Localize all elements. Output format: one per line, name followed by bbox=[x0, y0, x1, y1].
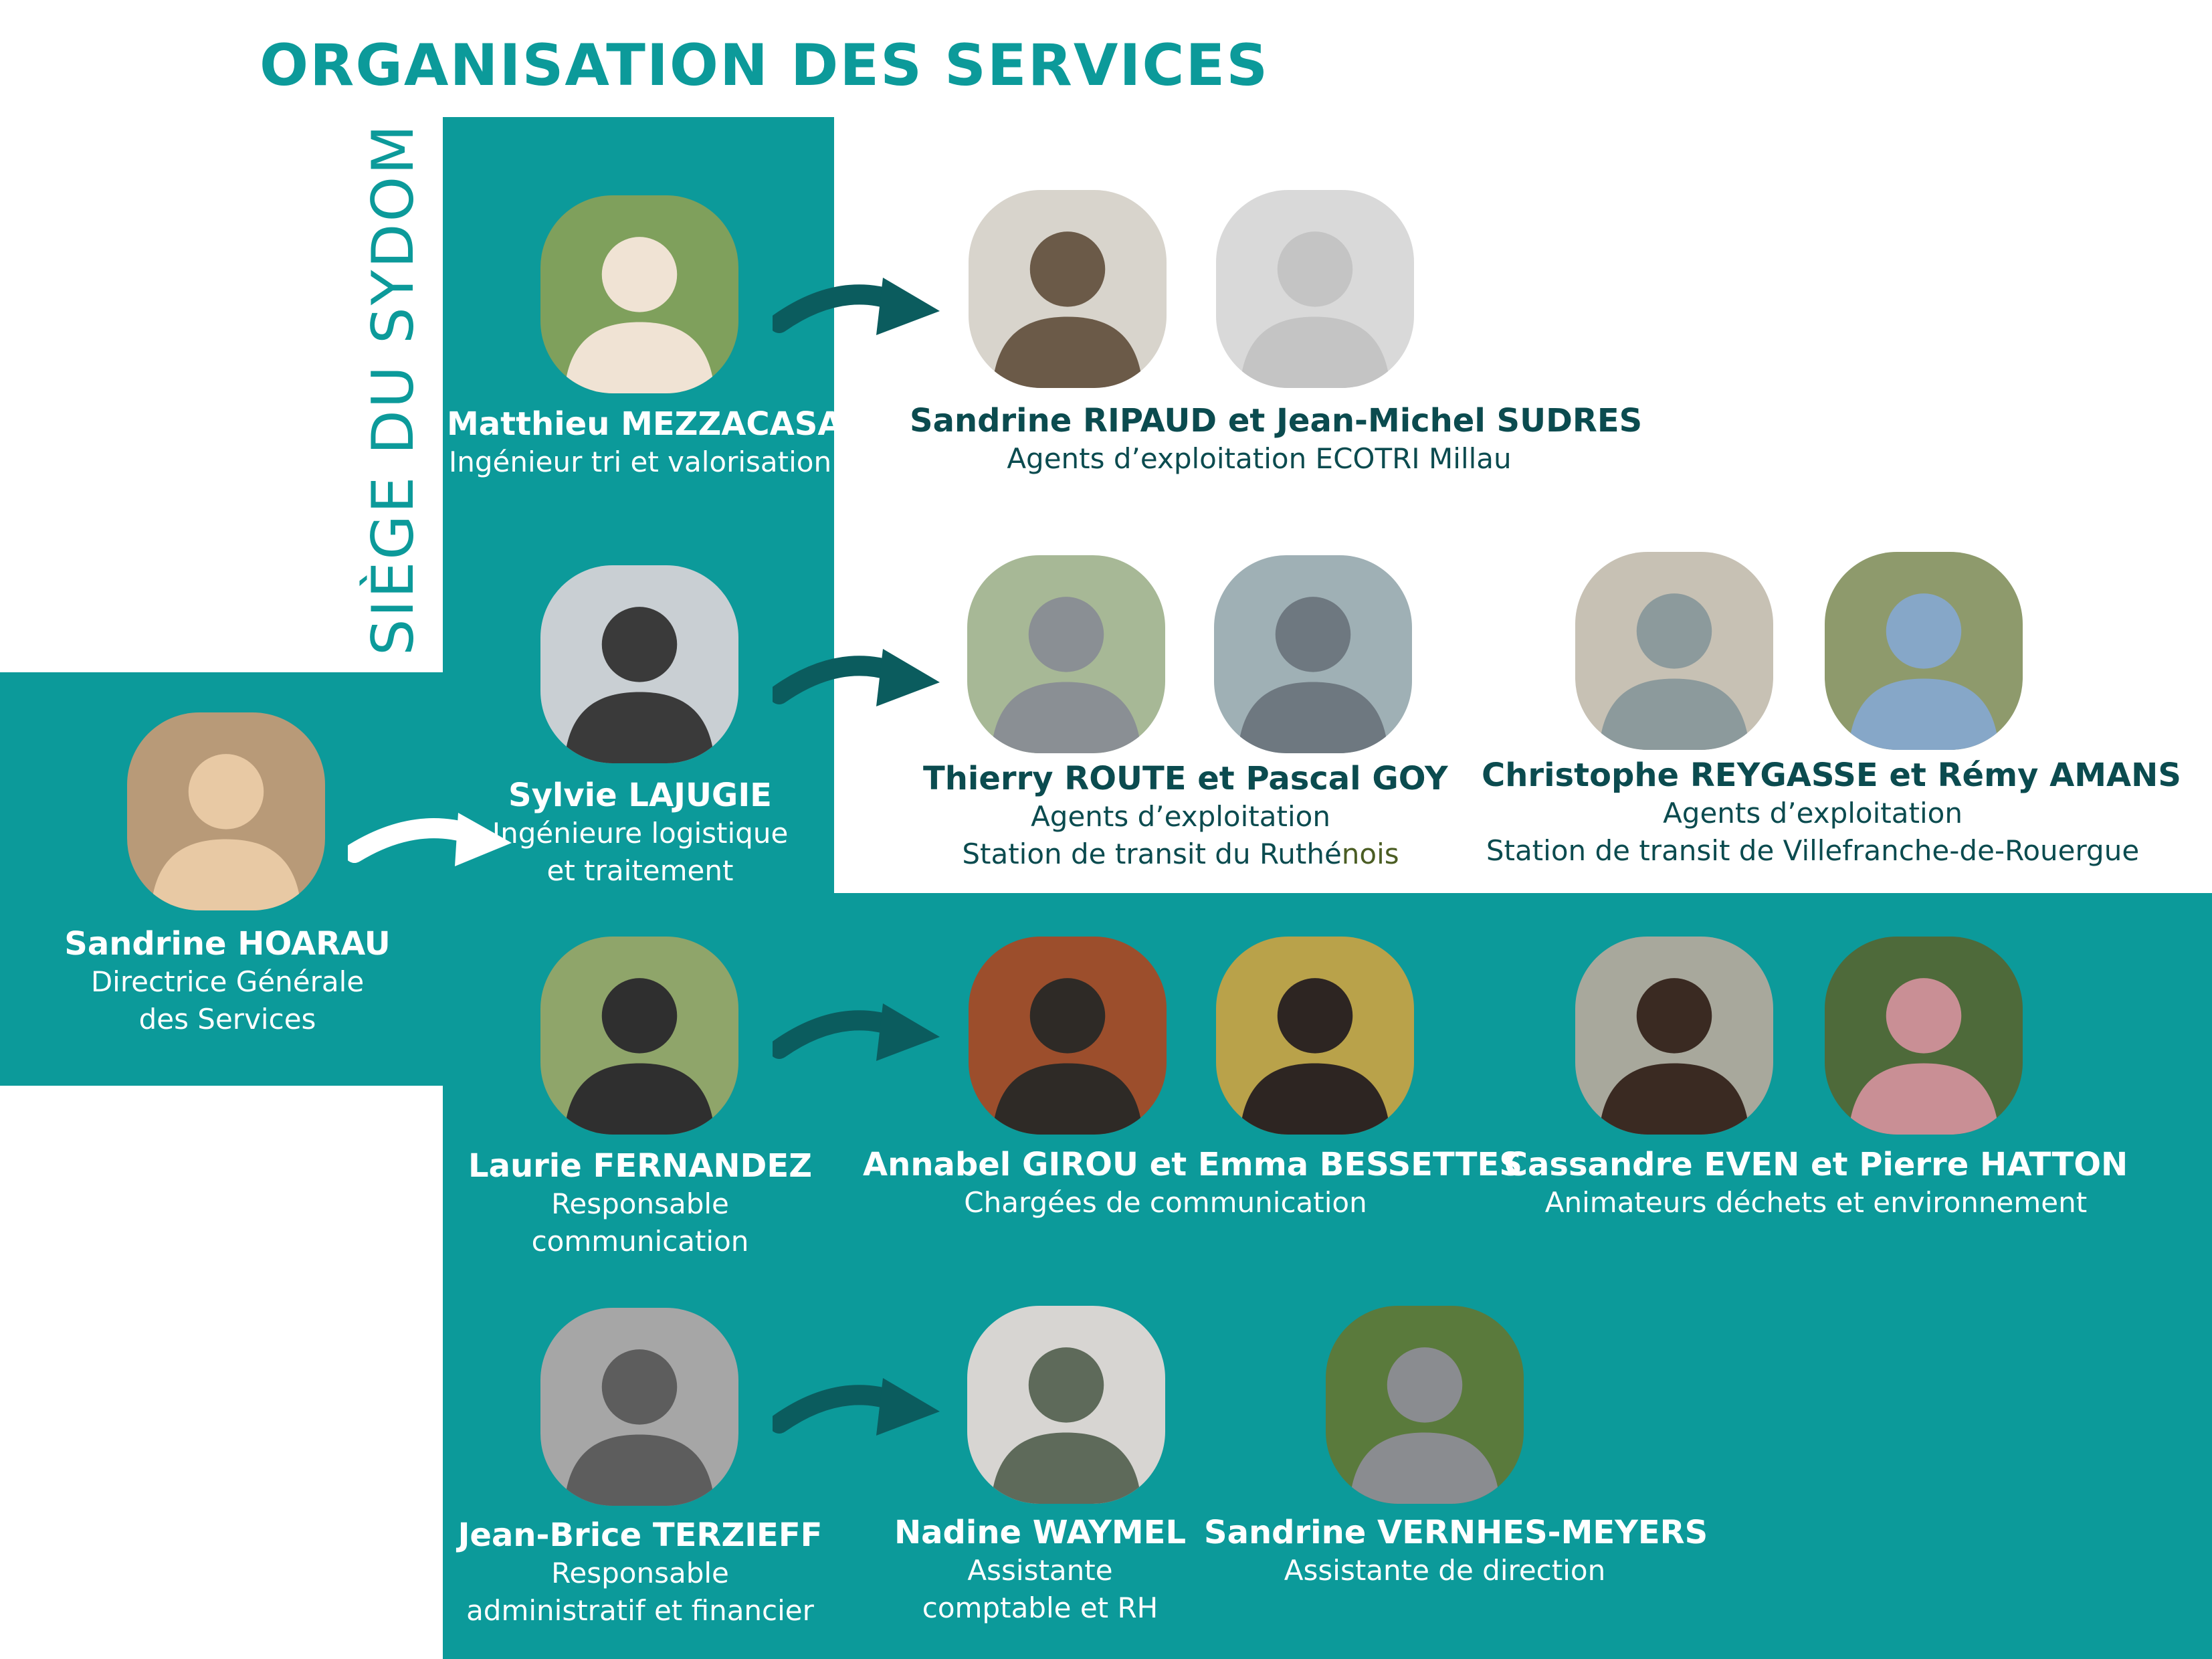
team-names: Thierry ROUTE et Pascal GOY bbox=[923, 760, 1448, 797]
team-role-line1: Agents d’exploitation bbox=[1663, 797, 1963, 830]
arrow-fernandez-team-icon bbox=[773, 1003, 940, 1061]
team-role-line1: Animateurs déchets et environnement bbox=[1544, 1186, 2088, 1219]
manager-card-fernandez: Laurie FERNANDEZ Responsable communicati… bbox=[447, 1147, 833, 1260]
siege-label: SIÈGE DU SYDOM bbox=[360, 122, 427, 656]
team-role-line2: Station de transit de Villefranche-de-Ro… bbox=[1486, 834, 2140, 867]
team-role-line2: comptable et RH bbox=[922, 1591, 1159, 1624]
manager-photo-lajugie bbox=[540, 565, 738, 763]
manager-card-terzieff: Jean-Brice TERZIEFF Responsable administ… bbox=[447, 1516, 833, 1630]
avatar-placeholder-icon bbox=[1216, 190, 1414, 388]
director-photo bbox=[127, 712, 325, 910]
director-role-line2: des Services bbox=[138, 1003, 316, 1036]
team-names: Sandrine VERNHES-MEYERS bbox=[1204, 1514, 1708, 1551]
person-silhouette-icon bbox=[1214, 555, 1412, 753]
team-photo-bessettes bbox=[1216, 937, 1414, 1135]
manager-role-line2: administratif et financier bbox=[466, 1594, 814, 1627]
manager-role-line1: Ingénieur tri et valorisation bbox=[448, 446, 832, 478]
manager-photo-mezzacasa bbox=[540, 195, 738, 393]
director-role-line1: Directrice Générale bbox=[90, 965, 365, 998]
team-photo-goy bbox=[1214, 555, 1412, 753]
person-silhouette-icon bbox=[1825, 552, 2023, 750]
team-card-waymel: Nadine WAYMEL Assistante comptable et RH bbox=[890, 1513, 1191, 1627]
team-role-line1: Assistante bbox=[967, 1554, 1113, 1587]
team-photo-hatton bbox=[1825, 937, 2023, 1135]
manager-card-mezzacasa: Matthieu MEZZACASA Ingénieur tri et valo… bbox=[447, 405, 843, 481]
team-role-line1: Agents d’exploitation ECOTRI Millau bbox=[1007, 442, 1512, 475]
person-silhouette-icon bbox=[967, 1306, 1165, 1504]
person-silhouette-icon bbox=[967, 555, 1165, 753]
manager-role-line1: Ingénieure logistique bbox=[492, 817, 789, 850]
team-photo-girou bbox=[969, 937, 1167, 1135]
arrow-terzieff-team-icon bbox=[773, 1378, 940, 1436]
person-silhouette-icon bbox=[1575, 937, 1773, 1135]
team-names: Christophe REYGASSE et Rémy AMANS bbox=[1482, 757, 2181, 794]
person-silhouette-icon bbox=[969, 190, 1167, 388]
manager-name: Matthieu MEZZACASA bbox=[447, 405, 843, 443]
manager-role-line1: Responsable bbox=[551, 1557, 729, 1589]
team-card-vernhes-meyers: Sandrine VERNHES-MEYERS Assistante de di… bbox=[1204, 1513, 1708, 1589]
person-silhouette-icon bbox=[969, 937, 1167, 1135]
person-silhouette-icon bbox=[1326, 1306, 1524, 1504]
team-photo-amans bbox=[1825, 552, 2023, 750]
director-card: Sandrine HOARAU Directrice Générale des … bbox=[54, 924, 401, 1038]
person-silhouette-icon bbox=[540, 565, 738, 763]
team-photo-ripaud bbox=[969, 190, 1167, 388]
manager-role-line2: et traitement bbox=[546, 854, 734, 887]
person-silhouette-icon bbox=[1825, 937, 2023, 1135]
arrow-mezzacasa-team-icon bbox=[773, 278, 940, 335]
team-photo-waymel bbox=[967, 1306, 1165, 1504]
team-role-line2: Station de transit du Ruthénois bbox=[962, 838, 1399, 870]
person-silhouette-icon bbox=[540, 195, 738, 393]
team-role-line1: Chargées de communication bbox=[964, 1186, 1367, 1219]
team-photo-vernhes-meyers bbox=[1326, 1306, 1524, 1504]
team-names: Cassandre EVEN et Pierre HATTON bbox=[1504, 1146, 2128, 1183]
team-card-communication: Annabel GIROU et Emma BESSETTES Chargées… bbox=[863, 1145, 1522, 1222]
manager-card-lajugie: Sylvie LAJUGIE Ingénieure logistique et … bbox=[447, 776, 833, 890]
manager-role-line1: Responsable bbox=[551, 1187, 729, 1220]
manager-name: Jean-Brice TERZIEFF bbox=[458, 1517, 823, 1554]
manager-name: Laurie FERNANDEZ bbox=[468, 1147, 812, 1185]
person-silhouette-icon bbox=[540, 937, 738, 1135]
team-photo-sudres-placeholder bbox=[1216, 190, 1414, 388]
team-photo-reygasse bbox=[1575, 552, 1773, 750]
team-card-ecotri: Sandrine RIPAUD et Jean-Michel SUDRES Ag… bbox=[910, 401, 1643, 478]
person-silhouette-icon bbox=[1575, 552, 1773, 750]
arrow-director-to-lajugie-icon bbox=[348, 813, 512, 866]
team-role-line1: Assistante de direction bbox=[1284, 1554, 1606, 1587]
team-names: Sandrine RIPAUD et Jean-Michel SUDRES bbox=[910, 402, 1643, 440]
director-name: Sandrine HOARAU bbox=[64, 925, 391, 963]
manager-role-line2: communication bbox=[531, 1225, 749, 1258]
team-photo-even bbox=[1575, 937, 1773, 1135]
team-names: Annabel GIROU et Emma BESSETTES bbox=[863, 1146, 1522, 1183]
person-silhouette-icon bbox=[540, 1308, 738, 1506]
team-card-villefranche: Christophe REYGASSE et Rémy AMANS Agents… bbox=[1482, 756, 2181, 870]
person-silhouette-icon bbox=[1216, 937, 1414, 1135]
person-silhouette-icon bbox=[127, 712, 325, 910]
team-card-ruthenois: Thierry ROUTE et Pascal GOY Agents d’exp… bbox=[923, 759, 1448, 873]
arrow-lajugie-team-icon bbox=[773, 649, 940, 706]
team-card-animateurs: Cassandre EVEN et Pierre HATTON Animateu… bbox=[1488, 1145, 2144, 1222]
team-photo-route bbox=[967, 555, 1165, 753]
team-role-line1: Agents d’exploitation bbox=[1031, 800, 1330, 833]
manager-photo-terzieff bbox=[540, 1308, 738, 1506]
page-title: ORGANISATION DES SERVICES bbox=[260, 32, 1270, 99]
team-names: Nadine WAYMEL bbox=[894, 1514, 1187, 1551]
manager-name: Sylvie LAJUGIE bbox=[508, 777, 772, 814]
manager-photo-fernandez bbox=[540, 937, 738, 1135]
